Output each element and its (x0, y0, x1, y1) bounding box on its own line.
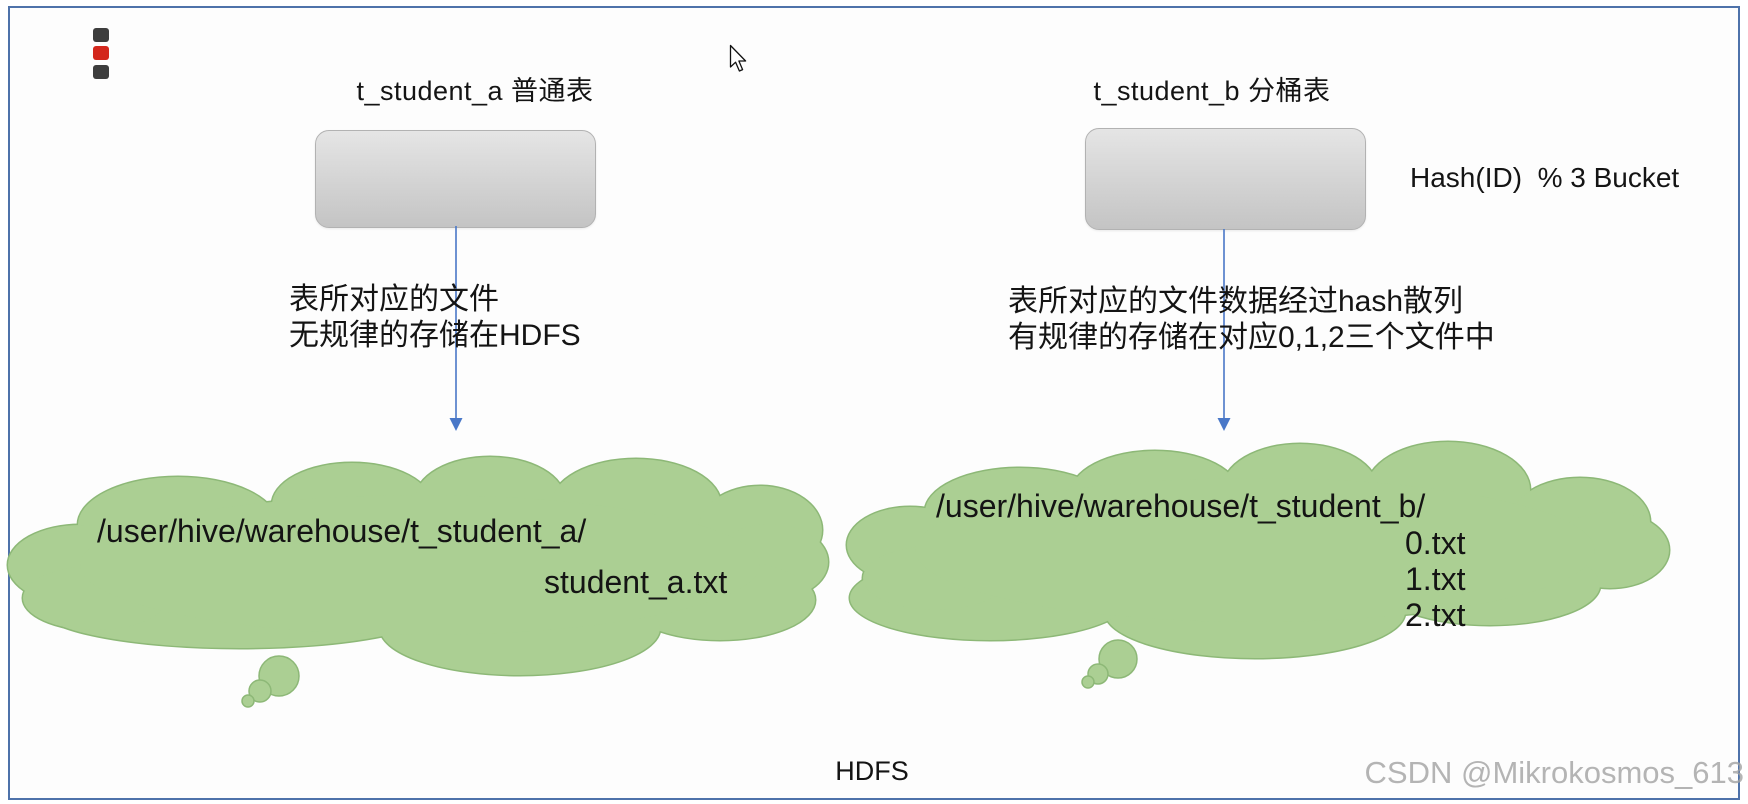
table-b-description: 表所对应的文件数据经过hash散列 有规律的存储在对应0,1,2三个文件中 (1008, 284, 1495, 356)
thought-bubble (1098, 639, 1138, 679)
marker-dark-icon (93, 28, 109, 42)
table-a-description-line: 表所对应的文件 (289, 283, 499, 316)
table-a-box (315, 130, 596, 228)
hash-bucket-label: Hash(ID) % 3 Bucket (1410, 162, 1680, 193)
cloud-a-path: /user/hive/warehouse/t_student_a/ (97, 513, 587, 549)
arrowhead (1217, 418, 1231, 431)
cloud-puff (80, 495, 760, 635)
thought-bubble (1081, 675, 1095, 689)
watermark: CSDN @Mikrokosmos_613 (1364, 755, 1744, 790)
cloud-puff (915, 478, 1595, 622)
cursor-arrow-shape (729, 44, 747, 72)
table-a-description: 表所对应的文件 无规律的存储在HDFS (289, 282, 581, 354)
thought-bubble (241, 694, 255, 708)
arrowhead (449, 418, 463, 431)
hdfs-cloud-b (845, 440, 1671, 689)
cloud-b-file: 2.txt (1405, 597, 1466, 633)
marker-dark-icon (93, 65, 109, 79)
table-b-title: t_student_b 分桶表 (1093, 76, 1331, 106)
cloud-b-file: 0.txt (1405, 525, 1466, 561)
hdfs-label: HDFS (835, 756, 909, 786)
cloud-b-file-list: 0.txt 1.txt 2.txt (1405, 525, 1465, 633)
table-b-description-line: 表所对应的文件数据经过hash散列 (1008, 285, 1464, 318)
cloud-a-file: student_a.txt (544, 564, 728, 600)
cloud-b-file: 1.txt (1405, 561, 1466, 597)
table-a-description-line: 无规律的存储在HDFS (289, 319, 581, 352)
thought-bubble (248, 679, 272, 703)
hdfs-cloud-a (6, 455, 830, 708)
table-b-arrow (1217, 229, 1231, 431)
marker-red-icon (93, 46, 109, 60)
cloud-fill-layer (847, 442, 1669, 658)
table-a-arrow (449, 226, 463, 431)
table-b-description-line: 有规律的存储在对应0,1,2三个文件中 (1008, 321, 1495, 354)
cloud-fill-layer (8, 457, 828, 675)
mouse-cursor-icon (729, 44, 747, 72)
cloud-b-path: /user/hive/warehouse/t_student_b/ (936, 488, 1426, 524)
table-b-box (1085, 128, 1366, 230)
table-a-title: t_student_a 普通表 (356, 76, 594, 106)
